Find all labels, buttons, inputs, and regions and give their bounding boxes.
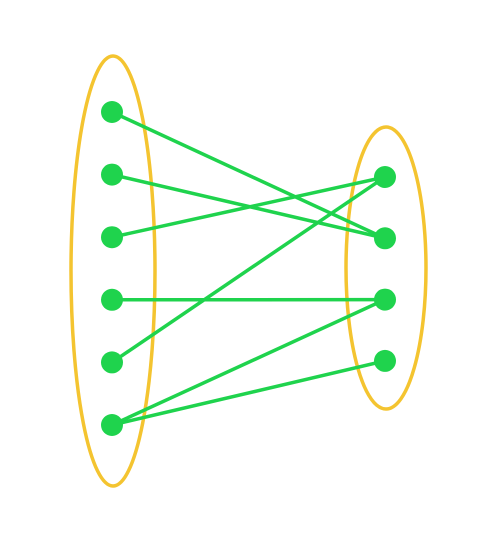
- edge-L1-R2: [110, 110, 387, 241]
- left-node-1: [101, 101, 123, 123]
- edges-layer: [110, 110, 387, 427]
- left-node-5: [101, 351, 123, 374]
- right-node-1: [374, 166, 396, 188]
- right-node-4: [374, 349, 396, 372]
- nodes-layer: [101, 101, 396, 436]
- right-node-3: [374, 288, 396, 311]
- edge-L6-R3: [110, 297, 387, 427]
- left-node-2: [101, 163, 123, 186]
- left-set-outline: [69, 54, 157, 488]
- right-set-outline: [344, 125, 428, 411]
- edge-L6-R4: [110, 359, 387, 427]
- edge-L5-R1: [110, 175, 387, 365]
- sets-layer: [69, 54, 428, 488]
- edge-L3-R1: [110, 175, 387, 239]
- left-node-4: [101, 288, 123, 311]
- right-node-2: [374, 227, 396, 250]
- left-node-3: [101, 226, 123, 249]
- left-node-6: [101, 414, 123, 436]
